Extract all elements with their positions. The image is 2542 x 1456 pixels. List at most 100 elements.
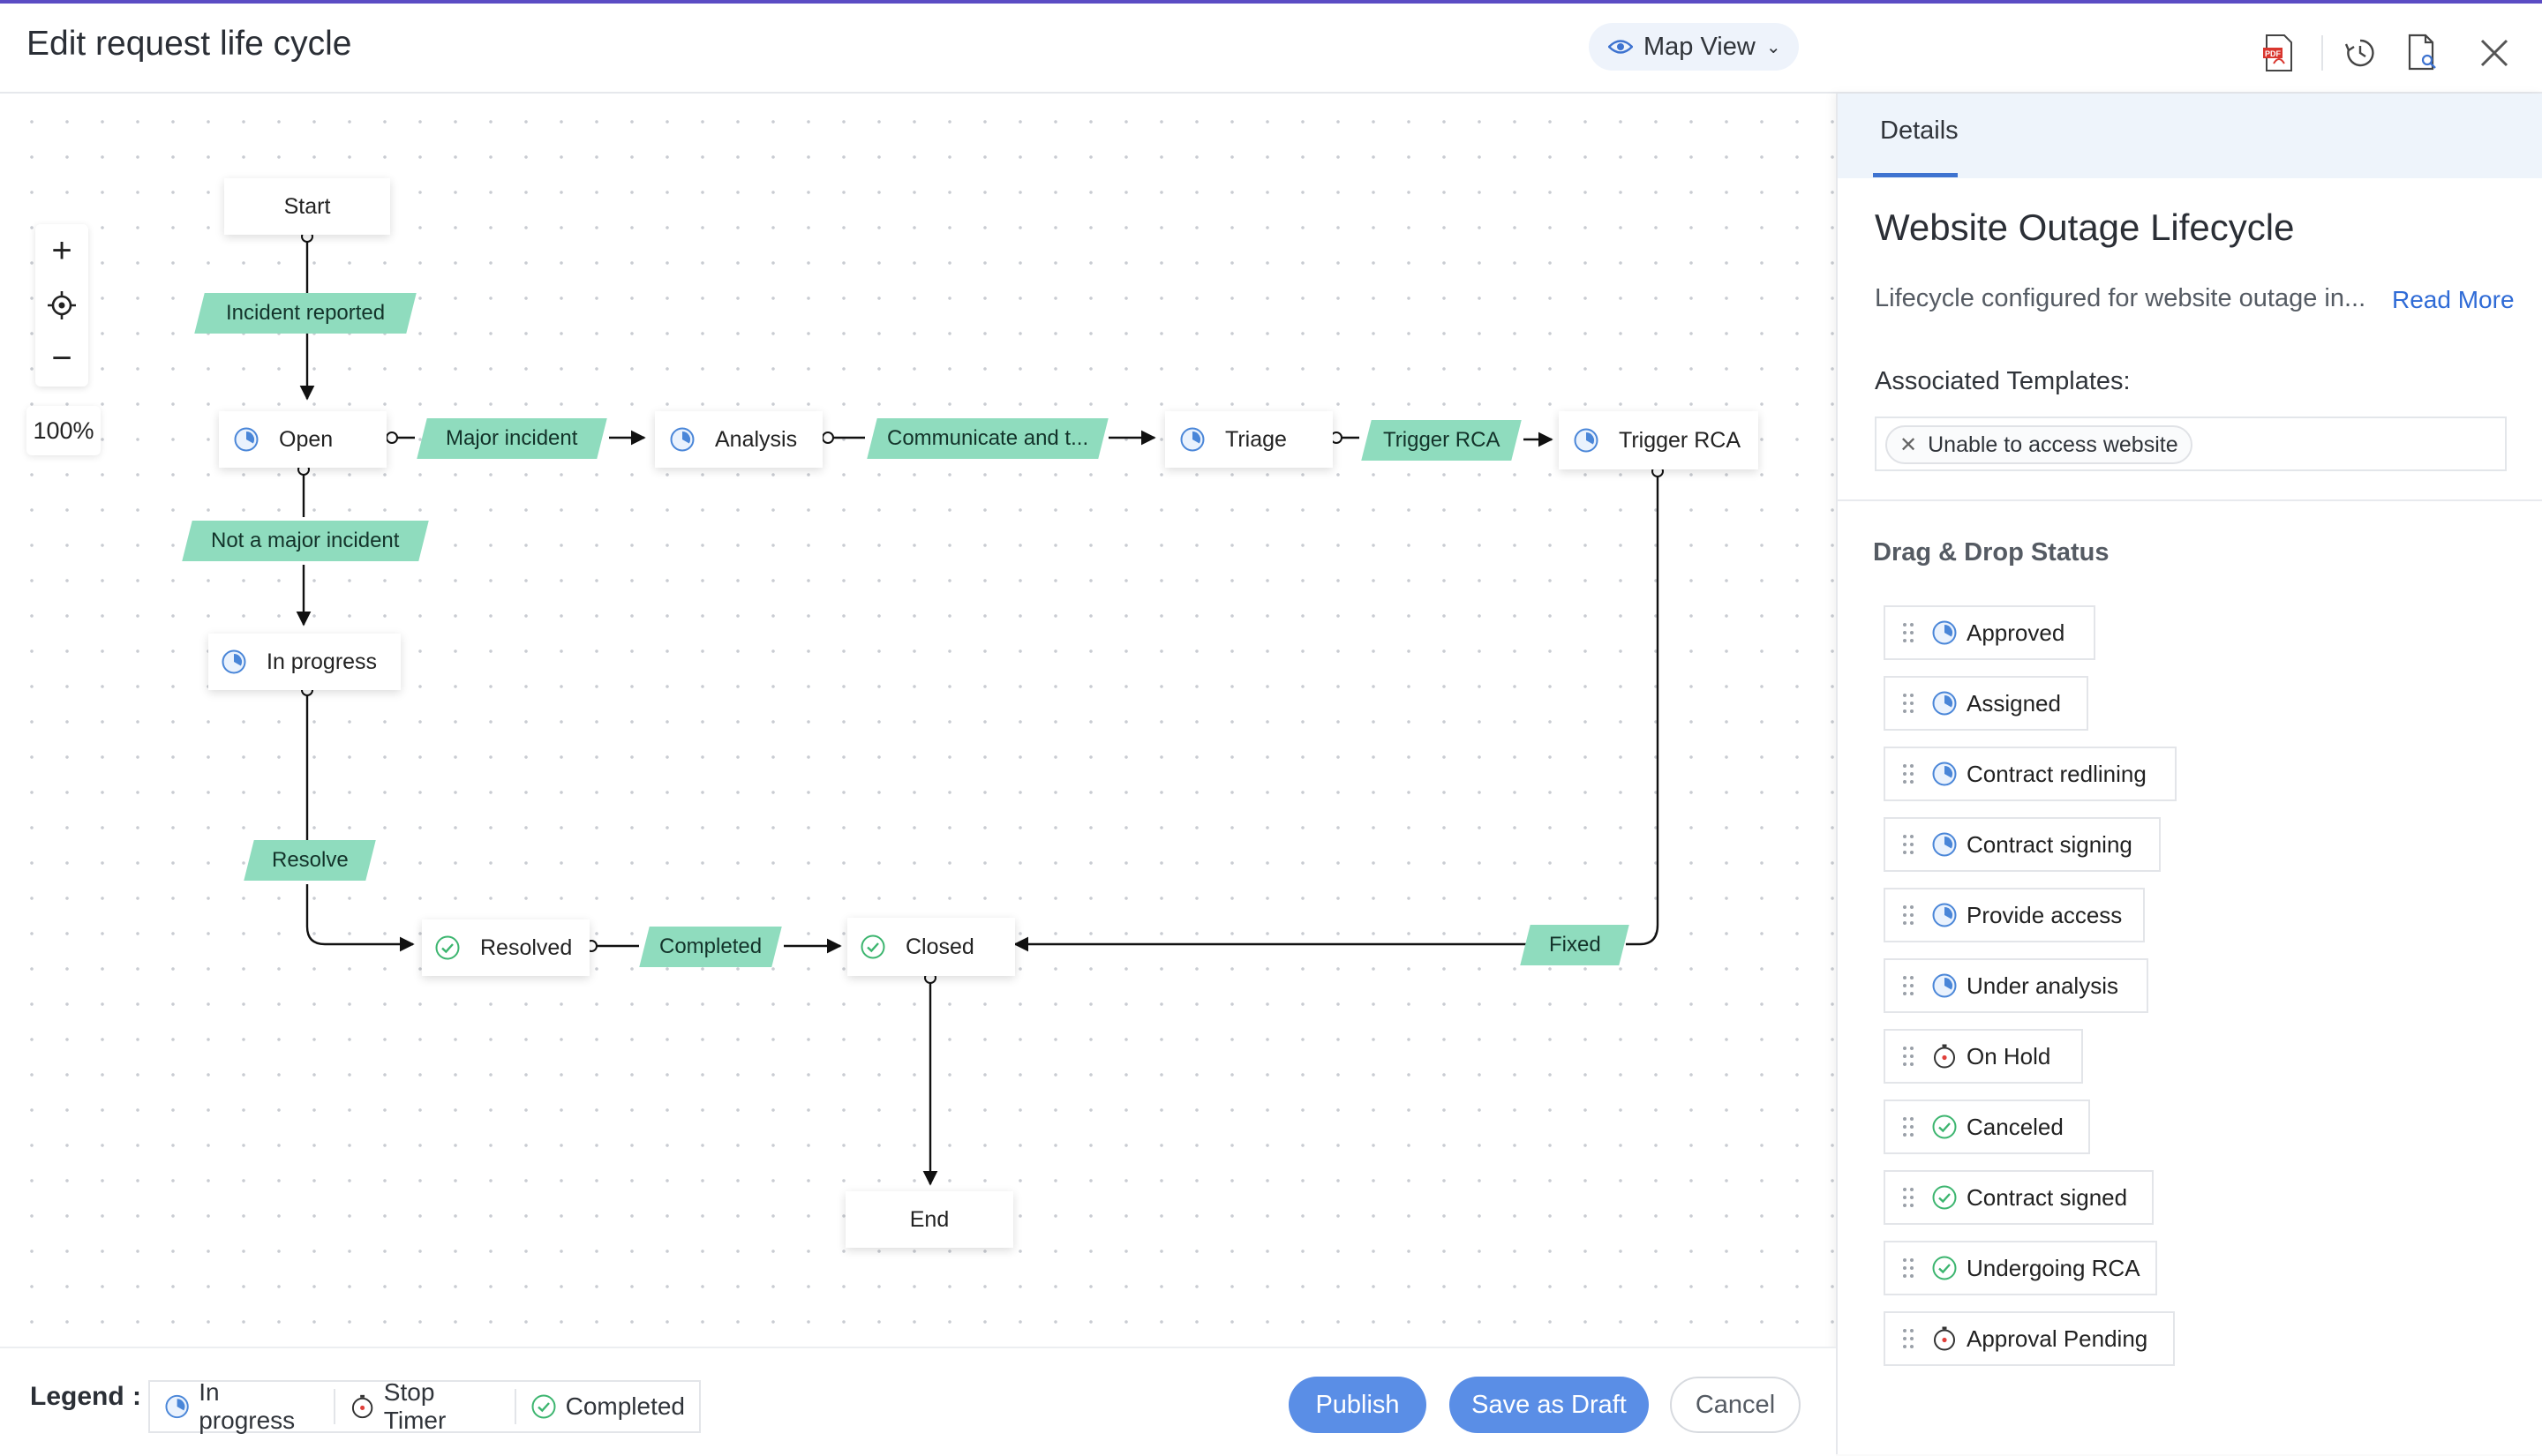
recenter-icon[interactable] [35, 279, 88, 332]
svg-text:PDF: PDF [2265, 49, 2282, 58]
node-open[interactable]: Open [219, 411, 387, 468]
node-label: Closed [906, 934, 974, 959]
legend-completed: Completed [516, 1389, 699, 1424]
close-icon[interactable] [2477, 34, 2512, 72]
status-label: Approved [1967, 619, 2065, 646]
drag-handle-icon[interactable] [1901, 1257, 1915, 1280]
status-canceled[interactable]: Canceled [1884, 1100, 2090, 1154]
in-progress-icon [1931, 972, 1958, 999]
node-label: Triage [1225, 426, 1287, 452]
document-preview-icon[interactable] [2404, 34, 2440, 72]
lifecycle-title: Website Outage Lifecycle [1875, 206, 2295, 248]
node-analysis[interactable]: Analysis [655, 411, 823, 468]
drag-handle-icon[interactable] [1901, 621, 1915, 644]
status-contract-signed[interactable]: Contract signed [1884, 1170, 2154, 1225]
legend: In progress Stop Timer Completed [148, 1378, 701, 1434]
node-triage[interactable]: Triage [1165, 411, 1333, 468]
footer-bar: Legend : In progress Stop Timer Complete… [0, 1347, 1836, 1456]
status-approved[interactable]: Approved [1884, 605, 2095, 660]
transition-resolve[interactable]: Resolve [244, 840, 376, 881]
status-label: Assigned [1967, 689, 2061, 717]
status-label: Contract signing [1967, 830, 2132, 858]
in-progress-icon [164, 1393, 190, 1420]
status-contract-signing[interactable]: Contract signing [1884, 817, 2161, 872]
node-end[interactable]: End [846, 1191, 1013, 1248]
transition-trigger-rca[interactable]: Trigger RCA [1361, 420, 1522, 461]
panel-tabbar: Details [1838, 94, 2542, 178]
panel-divider [1838, 499, 2542, 501]
tab-details[interactable]: Details [1880, 116, 1959, 145]
drag-handle-icon[interactable] [1901, 1186, 1915, 1209]
node-start[interactable]: Start [224, 178, 390, 235]
template-chip-label: Unable to access website [1928, 432, 2178, 457]
associated-templates-field[interactable]: ✕ Unable to access website [1875, 417, 2507, 471]
status-on-hold[interactable]: On Hold [1884, 1029, 2083, 1084]
transition-communicate[interactable]: Communicate and t... [867, 418, 1109, 459]
transition-not-major-incident[interactable]: Not a major incident [182, 521, 429, 561]
transition-major-incident[interactable]: Major incident [417, 418, 607, 459]
legend-colon: : [132, 1382, 141, 1411]
node-trigger-rca[interactable]: Trigger RCA [1559, 411, 1758, 469]
node-label: In progress [267, 649, 378, 674]
transition-fixed[interactable]: Fixed [1520, 925, 1629, 965]
legend-in-progress: In progress [150, 1378, 334, 1434]
drag-handle-icon[interactable] [1901, 1045, 1915, 1068]
eye-icon [1608, 40, 1633, 54]
legend-label: Legend [30, 1382, 124, 1411]
status-label: Under analysis [1967, 972, 2118, 999]
node-closed[interactable]: Closed [847, 918, 1015, 976]
history-icon[interactable] [2343, 34, 2378, 72]
chevron-down-icon: ⌄ [1765, 37, 1781, 57]
status-under-analysis[interactable]: Under analysis [1884, 958, 2148, 1013]
in-progress-icon [669, 426, 696, 453]
drag-handle-icon[interactable] [1901, 833, 1915, 856]
status-provide-access[interactable]: Provide access [1884, 888, 2145, 942]
in-progress-icon [233, 426, 259, 453]
stop-timer-icon [1931, 1325, 1958, 1352]
status-label: Contract signed [1967, 1183, 2128, 1211]
drag-handle-icon[interactable] [1901, 1115, 1915, 1138]
status-label: Undergoing RCA [1967, 1254, 2140, 1281]
node-label: Resolved [480, 934, 573, 960]
save-draft-button[interactable]: Save as Draft [1449, 1377, 1649, 1433]
transition-incident-reported[interactable]: Incident reported [194, 293, 417, 334]
zoom-in-button[interactable]: + [51, 230, 72, 270]
legend-stop-timer: Stop Timer [335, 1378, 515, 1434]
status-contract-redlining[interactable]: Contract redlining [1884, 747, 2177, 801]
in-progress-icon [221, 649, 247, 675]
drag-handle-icon[interactable] [1901, 904, 1915, 927]
status-label: Canceled [1967, 1113, 2064, 1140]
status-undergoing-rca[interactable]: Undergoing RCA [1884, 1241, 2157, 1295]
active-tab-indicator [1873, 173, 1958, 177]
completed-icon [530, 1393, 557, 1420]
in-progress-icon [1931, 902, 1958, 928]
flow-connectors [296, 230, 1664, 1186]
status-label: Provide access [1967, 901, 2123, 928]
drag-handle-icon[interactable] [1901, 974, 1915, 997]
view-selector[interactable]: Map View ⌄ [1589, 23, 1799, 71]
details-panel: Details Website Outage Lifecycle Lifecyc… [1836, 94, 2542, 1454]
node-label: Open [279, 426, 334, 452]
in-progress-icon [1573, 427, 1599, 454]
status-assigned[interactable]: Assigned [1884, 676, 2088, 731]
read-more-link[interactable]: Read More [2392, 286, 2515, 313]
stop-timer-icon [1931, 1043, 1958, 1069]
transition-completed[interactable]: Completed [639, 927, 782, 967]
publish-button[interactable]: Publish [1289, 1377, 1426, 1433]
drag-handle-icon[interactable] [1901, 692, 1915, 715]
status-approval-pending[interactable]: Approval Pending [1884, 1311, 2175, 1366]
node-label: Trigger RCA [1619, 427, 1741, 453]
node-label: Start [283, 193, 331, 219]
cancel-button[interactable]: Cancel [1670, 1377, 1801, 1433]
drag-handle-icon[interactable] [1901, 1327, 1915, 1350]
view-selector-label: Map View [1643, 32, 1756, 61]
node-resolved[interactable]: Resolved [422, 919, 590, 976]
remove-chip-icon[interactable]: ✕ [1899, 432, 1918, 457]
pdf-export-icon[interactable]: PDF [2261, 34, 2297, 72]
node-label: End [909, 1206, 950, 1232]
zoom-out-button[interactable]: − [51, 338, 72, 378]
drag-handle-icon[interactable] [1901, 762, 1915, 785]
stop-timer-icon [350, 1393, 375, 1420]
legend-divider [514, 1389, 516, 1424]
node-in-progress[interactable]: In progress [208, 634, 401, 690]
